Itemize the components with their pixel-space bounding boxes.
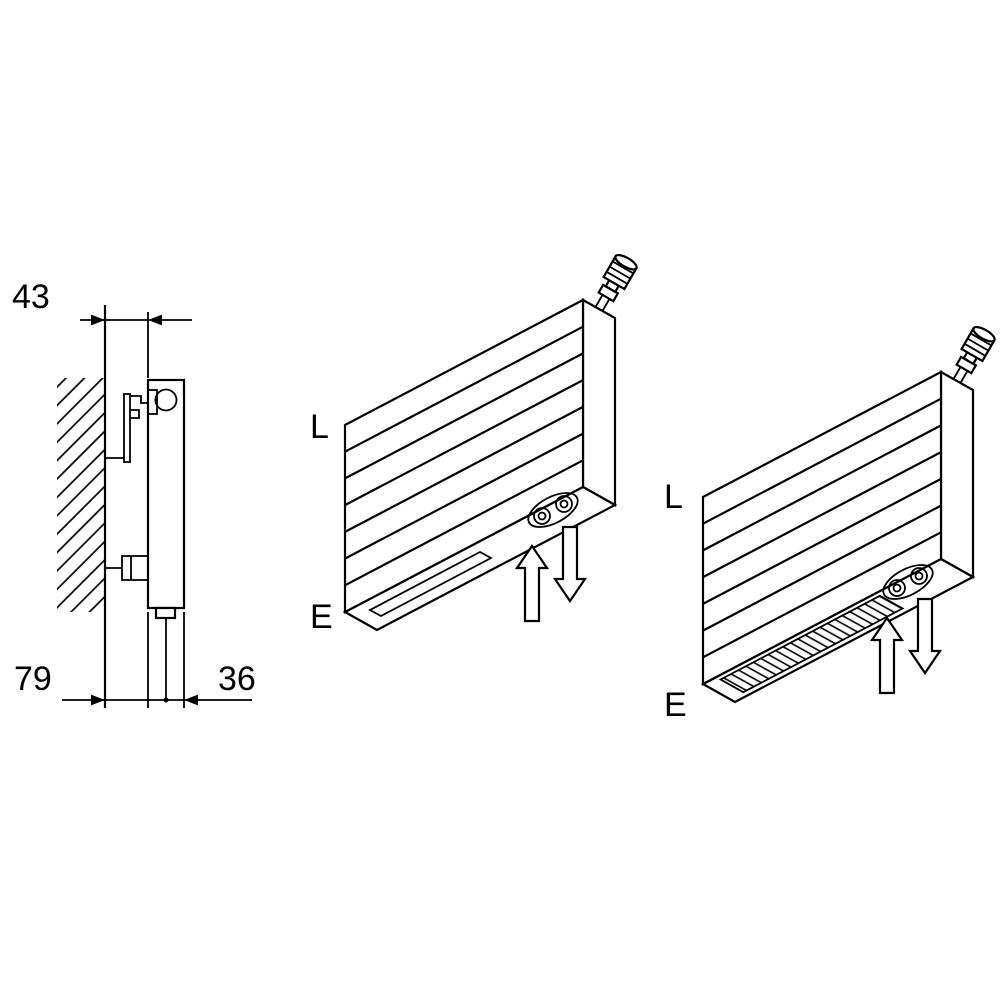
dim-43-label: 43 [12,278,50,316]
radiator-front-face [343,298,585,614]
thermostatic-valve-icon [950,325,996,387]
dim-79-label: 79 [14,660,52,698]
label-L-middle: L [310,408,329,446]
dimension-43: 43 [12,278,192,378]
bottom-connections [882,564,934,600]
dim-36-label: 36 [218,660,256,698]
radiator-slats [702,397,942,659]
flow-up-arrow-icon [514,544,550,623]
dimension-79-36: 79 36 [14,612,256,708]
valve-knob-side [154,388,178,412]
flow-up-arrow-icon [869,616,905,695]
radiator-slats [344,325,584,587]
bottom-connection-stub [154,606,177,620]
underside-convector-grille [718,594,905,694]
thermostatic-valve-icon [592,253,638,315]
radiator-front-face [701,370,943,686]
side-view: 43 79 36 [12,278,256,708]
radiator-end-face [581,298,617,507]
underside-air-slot [368,550,493,618]
flow-down-arrow-icon [907,597,943,675]
wall-hatch [57,378,105,612]
label-E-right: E [664,686,687,724]
radiator-side-profile [146,378,186,703]
label-E-middle: E [310,598,333,636]
radiator-right-isometric: L E [664,325,996,724]
radiator-middle-isometric: L E [310,253,638,636]
flow-down-arrow-icon [552,525,588,603]
mounting-bracket-lower [105,555,149,581]
label-L-right: L [664,478,683,516]
bottom-connections [527,492,579,528]
radiator-end-face [939,370,975,579]
mounting-bracket-upper [105,393,148,463]
